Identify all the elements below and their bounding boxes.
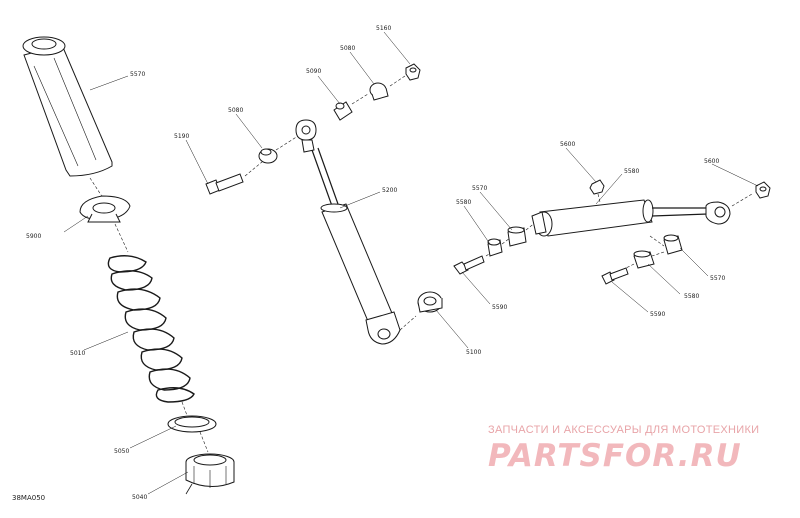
leader-lines [63, 31, 759, 495]
upper-spring-seat-part [79, 195, 131, 223]
callout-label: 5040 [132, 494, 147, 501]
lower-bushing-part [417, 291, 443, 313]
watermark-brand: PARTSFOR.RU [488, 438, 742, 474]
callout-label: 5570 [472, 185, 487, 192]
callout-label: 5590 [650, 311, 665, 318]
bolt-part [205, 173, 244, 195]
callout-label: 5580 [456, 199, 471, 206]
callout-label: 5190 [174, 133, 189, 140]
adjuster-cam-part [185, 453, 235, 495]
right-lower-bushing-part [633, 250, 655, 269]
right-sleeve-part [487, 238, 503, 257]
watermark-tagline: ЗАПЧАСТИ И АКСЕССУАРЫ ДЛЯ МОТОТЕХНИКИ [488, 424, 760, 436]
lower-spring-ring-part [167, 415, 217, 433]
shock-absorber-part [295, 119, 401, 345]
callout-label: 5580 [684, 293, 699, 300]
callout-label: 5900 [26, 233, 41, 240]
washer-part [258, 148, 278, 164]
callout-label: 5570 [130, 71, 145, 78]
right-bushing-part [507, 226, 527, 247]
right-bolt-part [453, 255, 485, 275]
callout-label: 5100 [466, 349, 481, 356]
callout-label: 5600 [704, 158, 719, 165]
right-end-nut-part [755, 181, 771, 199]
right-shock-absorber-part [531, 199, 731, 237]
callout-label: 5200 [382, 187, 397, 194]
callout-label: 5010 [70, 350, 85, 357]
coil-spring-part [107, 255, 195, 403]
right-lower-bolt-part [601, 267, 629, 285]
sleeve-part [333, 101, 353, 121]
diagram-reference-code: 38MA050 [12, 494, 45, 502]
callout-label: 5090 [306, 68, 321, 75]
callout-label: 5160 [376, 25, 391, 32]
nut-part [405, 63, 421, 81]
bushing-part [369, 82, 389, 101]
boot-part [22, 36, 113, 177]
right-nut-part [589, 179, 605, 195]
callout-label: 5080 [340, 45, 355, 52]
callout-label: 5600 [560, 141, 575, 148]
right-lower-sleeve-part [663, 234, 683, 255]
callout-label: 5580 [624, 168, 639, 175]
callout-label: 5080 [228, 107, 243, 114]
callout-label: 5590 [492, 304, 507, 311]
callout-label: 5570 [710, 275, 725, 282]
callout-label: 5050 [114, 448, 129, 455]
